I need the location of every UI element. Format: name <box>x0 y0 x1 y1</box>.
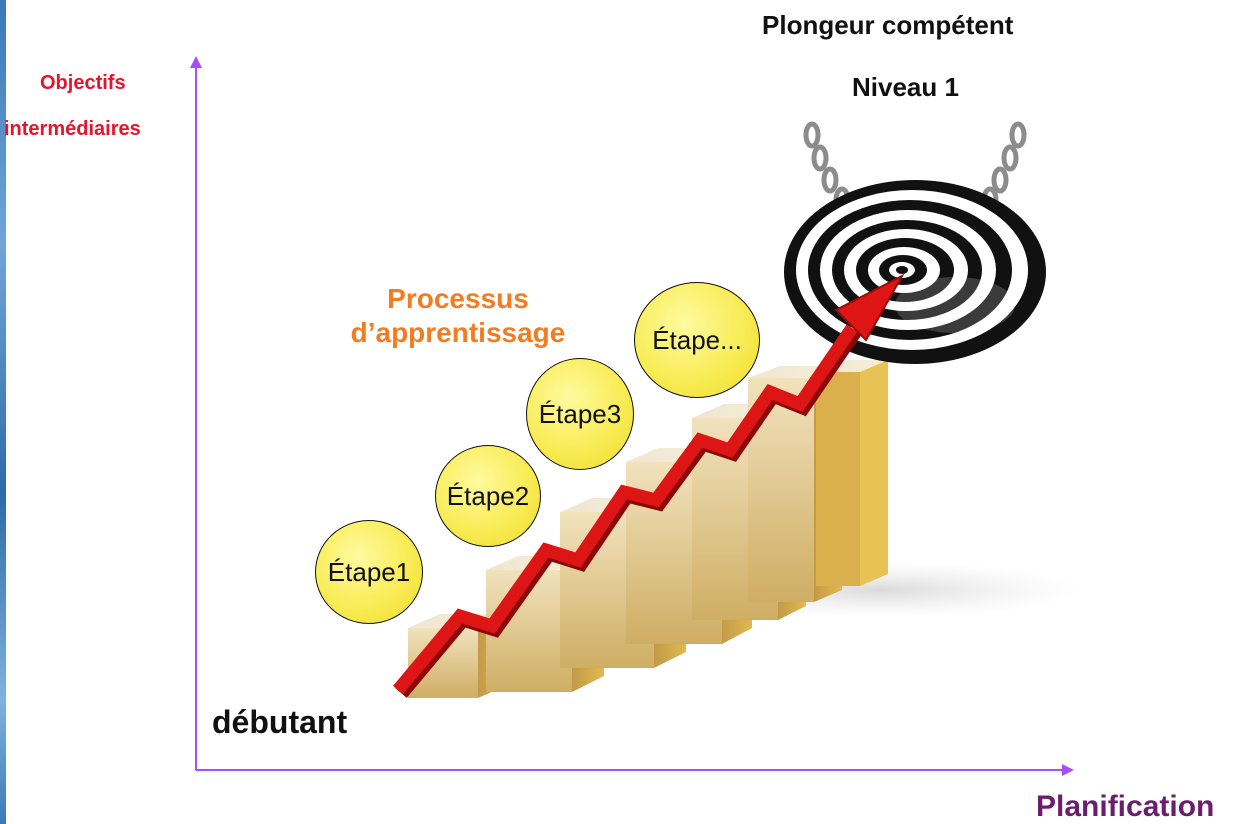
target-icon <box>784 121 1046 364</box>
process-label: Processus d’apprentissage <box>318 282 598 350</box>
step-circle-2: Étape2 <box>435 445 541 547</box>
step-circle-4: Étape... <box>634 282 760 398</box>
start-label: débutant <box>212 704 348 740</box>
growth-arrow-icon <box>393 273 905 698</box>
goal-title: Plongeur compétent <box>762 10 1014 40</box>
x-axis-label: Planification <box>1036 790 1215 823</box>
process-label-line1: Processus <box>387 283 529 314</box>
y-axis-label-line1: Objectifs <box>40 72 126 94</box>
goal-subtitle: Niveau 1 <box>852 72 959 102</box>
step-circle-3: Étape3 <box>526 358 634 470</box>
y-axis-label-line2: intermédiaires <box>4 118 141 140</box>
step-circle-1: Étape1 <box>315 520 423 624</box>
process-label-line2: d’apprentissage <box>350 317 566 348</box>
left-edge-decoration <box>0 0 6 824</box>
